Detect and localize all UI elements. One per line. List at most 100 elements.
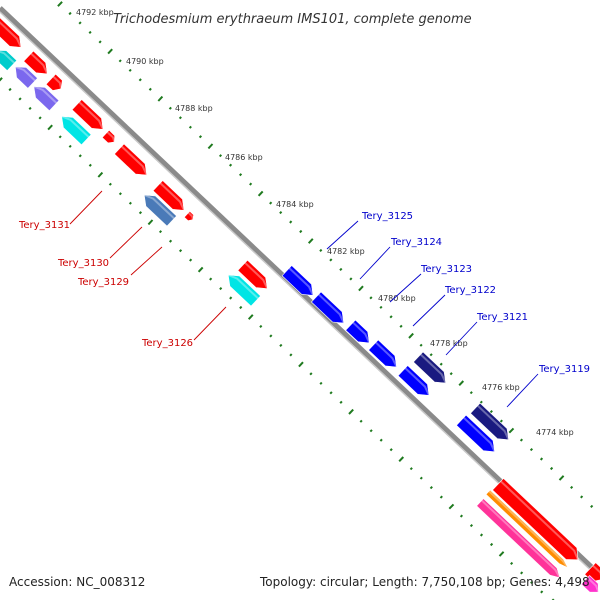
gene-arrow-reverse[interactable] (45, 73, 63, 91)
inner-tick (47, 124, 53, 131)
outer-tick (590, 504, 594, 508)
inner-tick (398, 456, 405, 462)
outer-tick (168, 106, 172, 110)
gene-arrow-reverse[interactable] (492, 477, 579, 561)
outer-tick (508, 427, 515, 434)
inner-tick (329, 391, 333, 395)
gene-arrow-reverse[interactable] (71, 99, 104, 130)
kbp-label-4778: 4778 kbp (430, 339, 468, 348)
outer-tick (499, 419, 503, 423)
gene-arrow-cyan[interactable] (0, 50, 18, 72)
outer-tick (238, 173, 243, 177)
outer-tick (138, 78, 142, 82)
gene-label-tery-3122[interactable]: Tery_3122 (444, 285, 496, 296)
gene-arrow-highlight (33, 85, 58, 104)
gene-arrow-highlight (0, 50, 16, 64)
outer-tick (539, 457, 544, 461)
outer-tick (439, 362, 443, 366)
gene-arrow-forward[interactable] (281, 265, 314, 296)
outer-tick (279, 211, 283, 215)
gene-arrow-steelblue[interactable] (143, 194, 178, 227)
gene-arrow-highlight (404, 367, 431, 396)
inner-tick (309, 372, 313, 376)
gene-arrow-reverse[interactable] (237, 259, 268, 290)
outer-tick (408, 332, 414, 339)
outer-tick (207, 143, 214, 150)
outer-tick (299, 229, 303, 234)
gene-arrow-reverse[interactable] (113, 143, 148, 176)
inner-tick (158, 230, 163, 234)
gene-arrow-highlight (61, 115, 90, 138)
gene-arrow-highlight (488, 490, 569, 569)
outer-tick (419, 343, 423, 347)
outer-tick (458, 380, 465, 386)
outer-tick (249, 182, 253, 186)
inner-tick (88, 163, 92, 167)
gene-arrow-highlight (592, 564, 600, 576)
gene-arrow-highlight (481, 499, 561, 579)
gene-arrow-reverse[interactable] (101, 129, 116, 144)
inner-tick (38, 116, 42, 120)
inner-tick (298, 361, 304, 368)
outer-tick (307, 238, 314, 244)
outer-tick (289, 220, 293, 224)
gene-arrow-magenta[interactable] (476, 498, 561, 579)
gene-arrow-reverse[interactable] (152, 180, 185, 211)
inner-tick (118, 192, 122, 196)
gene-arrow-highlight (227, 273, 259, 300)
gene-arrow-navy[interactable] (412, 351, 447, 384)
inner-tick (448, 503, 455, 510)
outer-tick (379, 305, 383, 309)
gene-label-tery-3119[interactable]: Tery_3119 (538, 364, 590, 375)
gene-label-tery-3130[interactable]: Tery_3130 (57, 258, 109, 269)
outer-tick (88, 30, 92, 34)
gene-arrow-orange[interactable] (485, 489, 569, 569)
gene-label-tery-3123[interactable]: Tery_3123 (420, 264, 472, 275)
gene-arrow-forward[interactable] (310, 291, 345, 324)
outer-tick (469, 391, 473, 395)
gene-arrow-cyan[interactable] (61, 115, 92, 146)
outer-tick (519, 438, 524, 442)
gene-arrow-forward[interactable] (368, 339, 397, 368)
inner-tick (479, 533, 484, 537)
gene-arrow-magenta[interactable] (580, 575, 599, 593)
inner-tick (138, 211, 143, 215)
inner-tick-ring (0, 77, 555, 600)
outer-tick (489, 410, 493, 414)
gene-arrow-purple[interactable] (14, 66, 38, 89)
gene-arrow-reverse[interactable] (183, 210, 194, 222)
inner-tick (530, 580, 534, 584)
inner-tick (58, 135, 62, 139)
inner-tick (178, 249, 183, 253)
outer-tick (479, 400, 483, 404)
outer-tick (118, 59, 122, 63)
gene-arrow-reverse[interactable] (0, 17, 22, 48)
gene-arrow-highlight (586, 576, 600, 593)
gene-arrow-reverse[interactable] (23, 50, 48, 75)
gene-arrow-cyan[interactable] (227, 274, 262, 307)
gene-arrow-forward[interactable] (345, 319, 370, 344)
gene-arrow-forward[interactable] (456, 414, 496, 453)
gene-label-tery-3126[interactable]: Tery_3126 (141, 338, 193, 349)
gene-arrow-highlight (0, 21, 23, 48)
gene-label-tery-3121[interactable]: Tery_3121 (476, 312, 528, 323)
genome-summary-text: Topology: circular; Length: 7,750,108 bp… (259, 575, 590, 589)
gene-label-tery-3131[interactable]: Tery_3131 (18, 220, 70, 231)
inner-tick (419, 476, 423, 480)
gene-arrow-purple[interactable] (33, 86, 60, 112)
gene-arrow-highlight (317, 293, 345, 324)
inner-tick (97, 171, 104, 178)
gene-label-tery-3125[interactable]: Tery_3125 (361, 211, 413, 222)
gene-label-tery-3129[interactable]: Tery_3129 (77, 277, 129, 288)
gene-label-tery-3124[interactable]: Tery_3124 (390, 237, 442, 248)
inner-tick (429, 486, 433, 490)
gene-arrow-forward[interactable] (397, 365, 430, 396)
gene-arrow-navy[interactable] (470, 402, 510, 441)
inner-tick (68, 144, 72, 148)
gene-arrow-highlight (159, 182, 186, 211)
kbp-label-4776: 4776 kbp (482, 383, 520, 392)
outer-tick (178, 116, 182, 120)
kbp-label-4790: 4790 kbp (126, 57, 164, 66)
inner-tick (108, 182, 112, 186)
